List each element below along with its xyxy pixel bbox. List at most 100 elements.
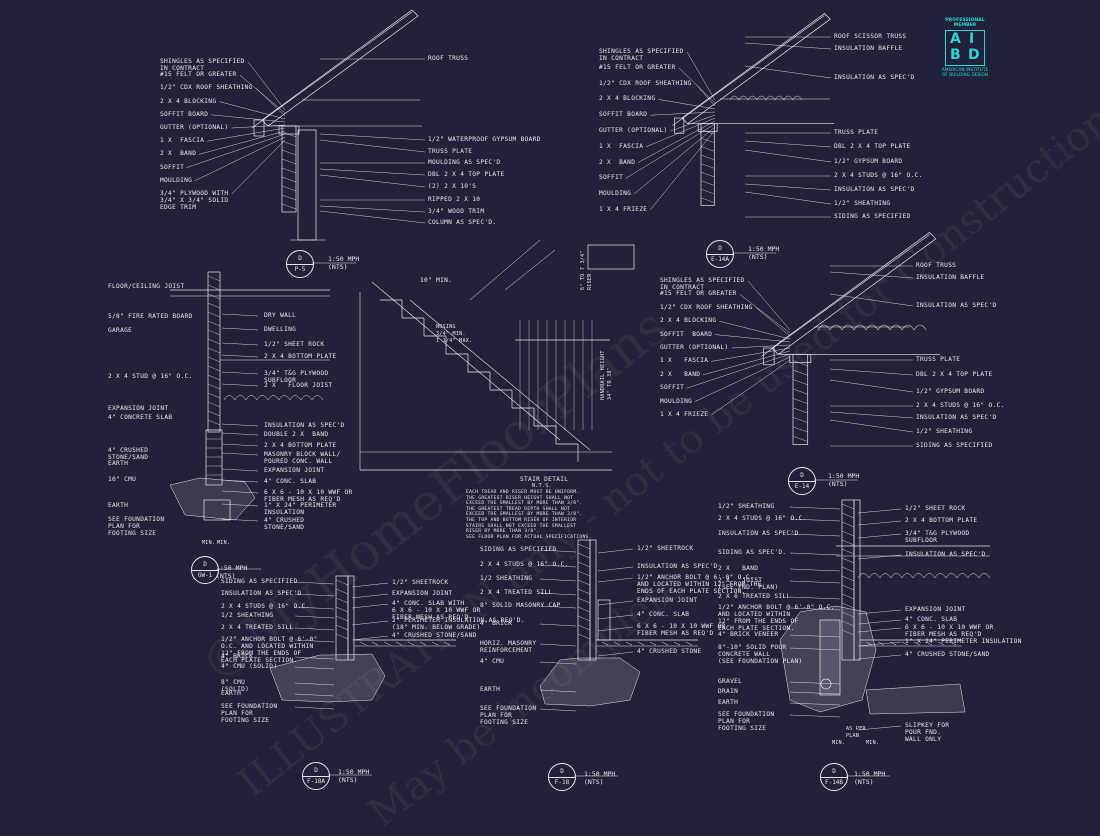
fascia	[763, 347, 775, 366]
gw1-cmu	[205, 429, 223, 486]
stud-hatch	[841, 539, 855, 546]
stud-hatch	[841, 620, 855, 627]
stud-hatch	[700, 189, 715, 195]
leader-line	[186, 133, 286, 168]
leader-line	[207, 127, 286, 142]
f14b-right-label: 6 X 6 - 10 X 10 WWF OR FIBER MESH AS REQ…	[905, 624, 994, 638]
leader-line	[719, 320, 791, 340]
leader-line	[294, 593, 335, 597]
leader-line	[231, 124, 286, 129]
leader-line	[539, 661, 577, 665]
leader-line	[221, 518, 259, 522]
logo-member: MEMBER	[953, 23, 977, 28]
stud-hatch	[841, 566, 855, 573]
stud-hatch	[700, 163, 715, 169]
e14a-right-label: ROOF SCISSOR TRUSS	[834, 33, 907, 40]
gw1-left-label: EARTH	[108, 460, 129, 467]
insulation-bubble	[223, 395, 236, 401]
leader-line	[789, 533, 841, 537]
logo-letter-i: I	[969, 31, 975, 47]
gw1-right-label: 3/4" T&G PLYWOOD SUBFLOOR	[264, 370, 329, 384]
stud-hatch	[281, 149, 297, 156]
leader-line	[231, 139, 286, 195]
leader-line	[219, 101, 286, 120]
e14-right-label: ROOF TRUSS	[916, 262, 957, 269]
f14b-right-label: 1/2" SHEET ROCK	[905, 505, 966, 512]
p5-left-label: SHINGLES AS SPECIFIED IN CONTRACT	[160, 58, 245, 72]
f14b-right-label: 4" CRUSHED STONE/SAND	[905, 651, 990, 658]
stud-hatch	[841, 629, 855, 636]
stud-hatch	[335, 579, 349, 586]
f18-right-label: 1/2" ANCHOR BOLT @ 6'-0" O.C. AND LOCATE…	[637, 574, 762, 595]
f18-left-label: EARTH	[480, 686, 501, 693]
f18a-left-label: 4" CMU (SOLID)	[221, 663, 278, 670]
leader-line	[747, 280, 791, 331]
detail-tag-letter: D	[718, 245, 722, 252]
top-plate	[789, 353, 812, 364]
gw1-footing	[203, 499, 231, 521]
stud-hatch	[577, 579, 591, 586]
leader-line	[597, 626, 634, 632]
leader-line	[597, 566, 634, 572]
leader-line	[829, 419, 914, 433]
stud-hatch	[792, 369, 808, 376]
f18-left-label: 4" BRICK	[480, 620, 513, 627]
stud-hatch	[207, 329, 221, 336]
mesh-x	[877, 641, 885, 646]
insulation-bubble	[868, 573, 881, 579]
leader-line	[829, 411, 914, 419]
detail-scale: 1:50 MPH (NTS)	[748, 245, 780, 261]
stud-hatch	[700, 180, 715, 186]
stud-hatch	[792, 379, 808, 385]
f14b-left-label: GRAVEL	[718, 678, 743, 685]
stud-hatch	[792, 360, 808, 367]
stud-hatch	[207, 284, 221, 291]
leader-line	[857, 641, 902, 647]
f18a-left-label: 2 X 4 STUDS @ 16" O.C.	[221, 603, 310, 610]
f14b-right-label: 4" CONC. SLAB	[905, 616, 958, 623]
logo-letter-a: A	[950, 31, 961, 47]
insulation-bubble	[901, 573, 914, 579]
leader-line	[294, 639, 335, 643]
leader-line	[319, 210, 426, 224]
leader-line	[539, 592, 577, 596]
gw1-left-label: 10" CMU	[108, 476, 137, 483]
stair-break	[469, 239, 541, 301]
stud-hatch	[841, 557, 855, 564]
leader-line	[539, 564, 577, 568]
f14b-right-label: SLIPKEY FOR POUR FND. WALL ONLY	[905, 722, 950, 743]
leader-line	[857, 654, 902, 660]
leader-line	[650, 111, 716, 116]
insulation-bubble	[857, 573, 870, 579]
leader-line	[829, 271, 914, 279]
stud-hatch	[207, 410, 221, 417]
leader-line	[789, 552, 841, 556]
p5-left-label: 2 X BAND	[160, 150, 197, 158]
stud-hatch	[577, 543, 591, 550]
stud-hatch	[841, 584, 855, 591]
insulation-bubble	[756, 95, 767, 101]
insulation-bubble	[967, 573, 980, 579]
mesh-x	[625, 641, 633, 646]
leader-line	[731, 344, 791, 349]
mesh-x	[359, 641, 367, 646]
e14-left-label: 1/2" CDX ROOF SHEATHING	[660, 303, 753, 311]
f14b-left-label: INSULATION AS SPEC'D	[718, 530, 799, 537]
insulation-bubble	[956, 573, 969, 579]
stud-hatch	[577, 633, 591, 640]
stud-hatch	[792, 417, 808, 423]
detail-tag-number: F-18	[554, 779, 570, 786]
f18a-left-label: 1/2" ANCHOR BOLT @ 6'-0" O.C. AND LOCATE…	[221, 636, 318, 664]
e14-right-label: INSULATION AS SPEC'D	[916, 302, 997, 309]
e14-left-label: MOULDING	[660, 397, 693, 405]
insulation-bubble	[256, 395, 269, 401]
e14-left-label: 1 X 4 FRIEZE	[660, 411, 709, 418]
f14b-right-label: 1" X 24" PERIMETER INSULATION	[905, 638, 1022, 645]
aibd-logo: PROFESSIONAL MEMBER A I B D AMERICAN INS…	[940, 18, 990, 78]
stud-hatch	[841, 548, 855, 555]
stud-hatch	[281, 158, 297, 165]
f14b-dim-label: MIN.	[832, 740, 846, 746]
insulation-bubble	[889, 324, 903, 331]
